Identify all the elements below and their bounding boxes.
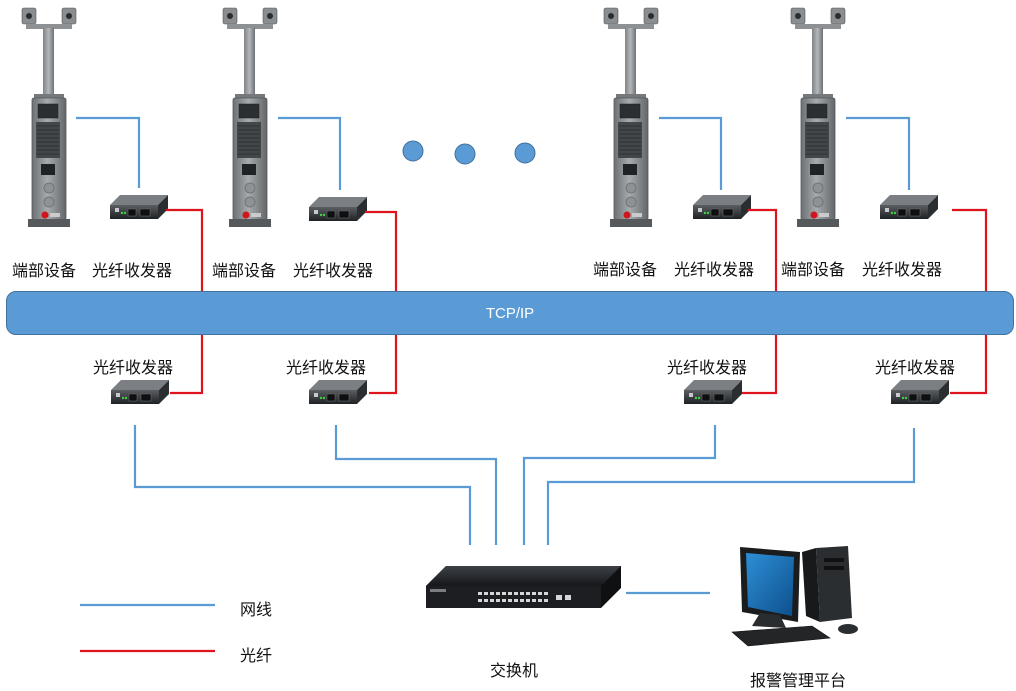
switch-device <box>426 566 621 608</box>
fiber-lines <box>166 208 988 395</box>
terminal-device-label: 端部设备 <box>212 261 277 280</box>
transceiver-label: 光纤收发器 <box>93 358 174 377</box>
network-cables-bottom <box>133 425 916 595</box>
ellipsis-dot <box>454 143 476 165</box>
terminal-device-2 <box>222 7 278 228</box>
ellipsis-dot <box>402 140 424 162</box>
terminal-device-label: 端部设备 <box>12 261 77 280</box>
transceiver-label: 光纤收发器 <box>286 358 367 377</box>
transceiver-label: 光纤收发器 <box>875 358 956 377</box>
platform-label: 报警管理平台 <box>750 671 847 690</box>
top-transceiver-2 <box>308 196 368 222</box>
legend-fiber-label: 光纤 <box>240 646 273 665</box>
terminal-device-3 <box>603 7 659 228</box>
terminal-device-label: 端部设备 <box>593 260 658 279</box>
terminal-device-4 <box>790 7 846 228</box>
top-transceiver-3 <box>692 194 752 220</box>
transceiver-label: 光纤收发器 <box>862 260 943 279</box>
switch-label: 交换机 <box>490 661 539 680</box>
ellipsis-dot <box>514 142 536 164</box>
computer-icon <box>731 546 858 647</box>
terminal-device-label: 端部设备 <box>781 260 846 279</box>
top-transceiver-4 <box>879 194 939 220</box>
top-transceiver-1 <box>109 194 169 220</box>
terminal-device-1 <box>21 7 77 228</box>
transceiver-label: 光纤收发器 <box>293 261 374 280</box>
transceiver-label: 光纤收发器 <box>667 358 748 377</box>
bottom-transceiver-4 <box>890 379 950 405</box>
bottom-transceiver-1 <box>110 379 170 405</box>
tcp-ip-bus: TCP/IP <box>6 291 1014 335</box>
bus-label: TCP/IP <box>485 304 535 322</box>
network-cables-top <box>76 116 911 190</box>
bottom-transceiver-2 <box>308 379 368 405</box>
legend-network-cable-label: 网线 <box>240 600 273 619</box>
transceiver-label: 光纤收发器 <box>92 261 173 280</box>
transceiver-label: 光纤收发器 <box>674 260 755 279</box>
bottom-transceiver-3 <box>683 379 743 405</box>
